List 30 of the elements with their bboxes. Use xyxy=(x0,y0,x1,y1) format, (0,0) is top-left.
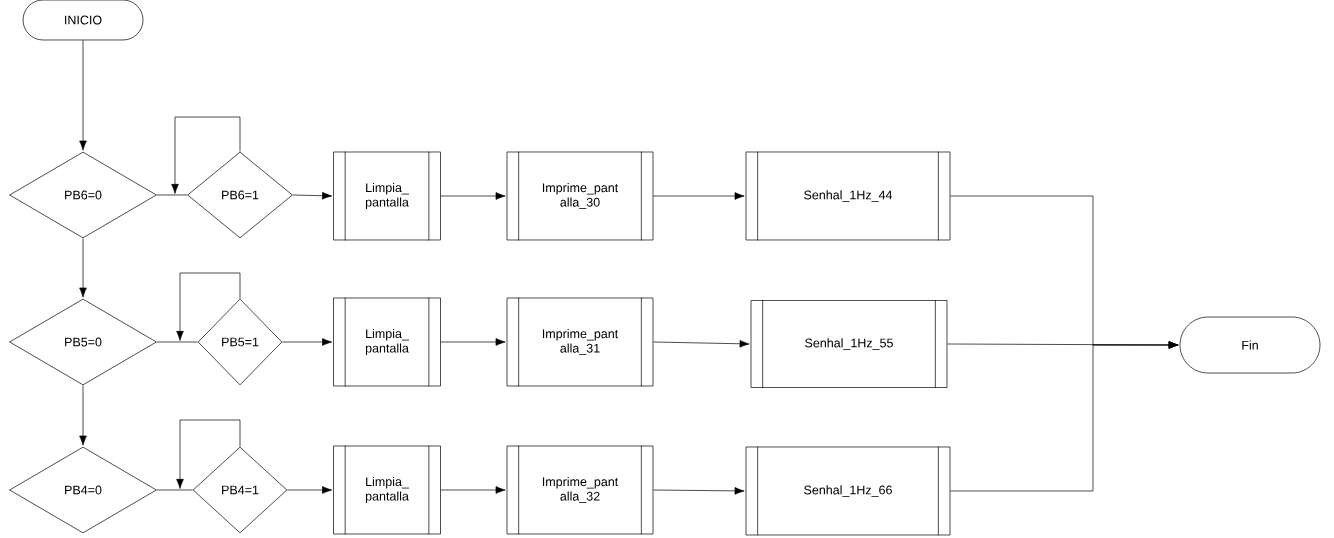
arrow xyxy=(653,487,745,495)
arrow xyxy=(653,340,750,348)
terminal-box: INICIO xyxy=(22,0,144,41)
arrow xyxy=(79,238,87,298)
arrow xyxy=(287,486,333,494)
arrow xyxy=(440,338,506,346)
subprocess-box: Limpia_ pantalla xyxy=(333,151,441,241)
arrow xyxy=(653,192,745,200)
arrow xyxy=(950,341,1179,492)
connector-line xyxy=(156,341,198,343)
arrow xyxy=(79,385,87,446)
arrow xyxy=(79,40,87,151)
loop-arrow xyxy=(176,272,241,341)
subprocess-box: Imprime_pant alla_30 xyxy=(506,151,654,241)
subprocess-box: Imprime_pant alla_32 xyxy=(506,445,654,535)
subprocess-box: Limpia_ pantalla xyxy=(333,445,441,535)
loop-arrow xyxy=(176,419,241,489)
terminal-box: Fin xyxy=(1179,316,1321,374)
connector-line xyxy=(156,489,193,491)
subprocess-box: Senhal_1Hz_66 xyxy=(745,446,951,536)
loop-arrow xyxy=(171,116,241,194)
subprocess-box: Imprime_pant alla_31 xyxy=(506,297,654,387)
connector-line xyxy=(156,194,188,196)
arrow xyxy=(292,192,333,200)
subprocess-box: Senhal_1Hz_55 xyxy=(750,299,948,389)
subprocess-box: Senhal_1Hz_44 xyxy=(745,151,951,241)
subprocess-box: Limpia_ pantalla xyxy=(333,297,441,387)
arrow xyxy=(440,192,506,200)
arrow xyxy=(440,486,506,494)
arrow xyxy=(282,338,333,346)
